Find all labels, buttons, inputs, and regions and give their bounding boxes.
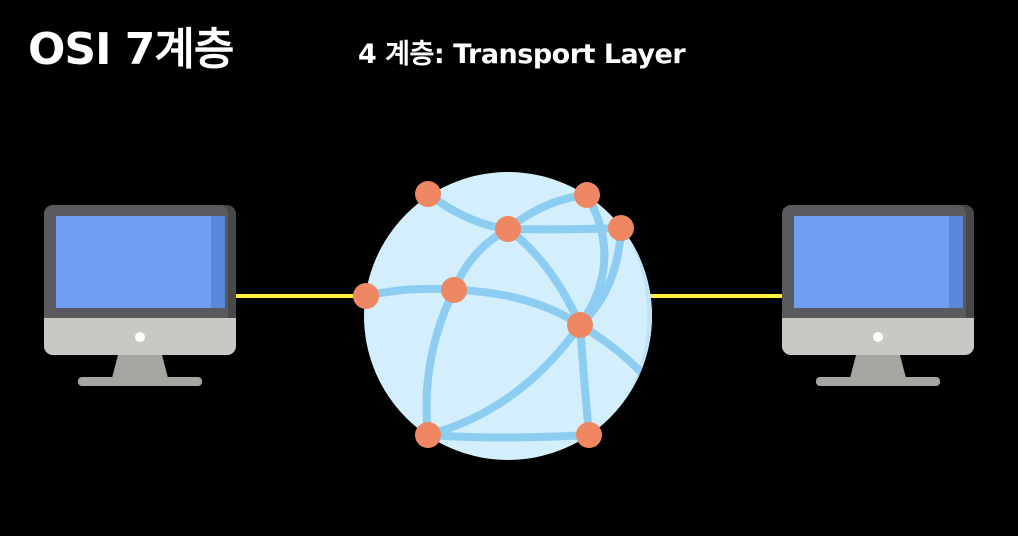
network-node <box>353 283 379 309</box>
network-node <box>608 215 634 241</box>
right-computer-icon <box>782 205 974 386</box>
network-node <box>495 216 521 242</box>
network-globe-icon <box>353 172 652 460</box>
network-node <box>441 277 467 303</box>
network-nodes <box>353 181 634 448</box>
network-node <box>415 422 441 448</box>
left-computer-icon <box>44 205 236 386</box>
network-node <box>576 422 602 448</box>
network-node <box>415 181 441 207</box>
network-node <box>574 182 600 208</box>
network-node <box>567 312 593 338</box>
page-title: OSI 7계층 <box>28 24 234 75</box>
layer-subtitle: 4 계층: Transport Layer <box>358 39 686 70</box>
